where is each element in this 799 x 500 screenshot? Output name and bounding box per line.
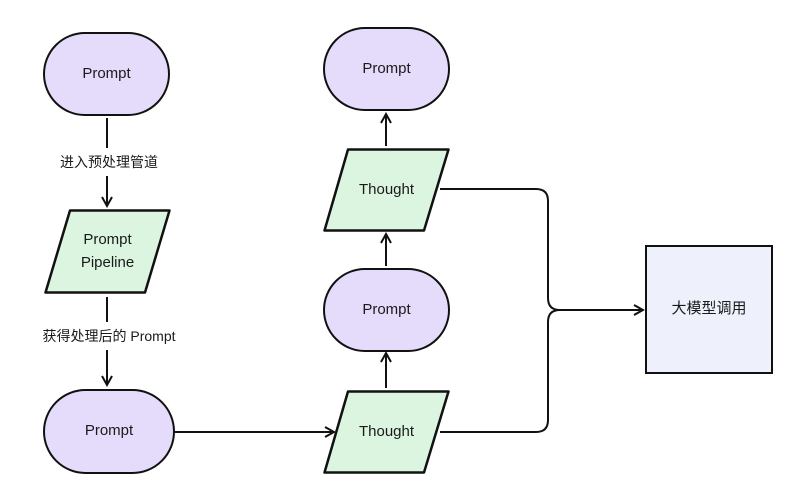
edge-thought-top-to-llm (440, 188, 561, 311)
thought-node-top-shape (323, 148, 450, 232)
pipeline-node: Prompt Pipeline (44, 209, 171, 294)
prompt-node-top-left: Prompt (43, 32, 170, 116)
prompt-node-top-right-label: Prompt (362, 59, 411, 77)
prompt-node-middle-label: Prompt (362, 300, 411, 318)
pipeline-node-label-line2: Pipeline (80, 253, 135, 271)
prompt-node-top-right: Prompt (323, 27, 450, 111)
pipeline-node-shape (44, 209, 171, 294)
edge-label-from-pipeline: 获得处理后的 Prompt (30, 326, 188, 346)
thought-node-top-label: Thought (358, 180, 415, 198)
llm-call-node: 大模型调用 (645, 245, 773, 374)
thought-node-bottom-label: Thought (358, 422, 415, 440)
prompt-node-bottom-left-label: Prompt (84, 422, 134, 440)
thought-node-bottom-shape (323, 390, 450, 474)
llm-call-node-label: 大模型调用 (671, 300, 747, 318)
thought-node-bottom: Thought (323, 390, 450, 474)
edge-label-to-pipeline: 进入预处理管道 (50, 152, 168, 172)
edge-thought-bottom-to-llm (440, 309, 561, 433)
prompt-node-top-left-label: Prompt (82, 64, 131, 82)
prompt-node-bottom-left: Prompt (43, 389, 175, 474)
prompt-node-middle: Prompt (323, 268, 450, 352)
thought-node-top: Thought (323, 148, 450, 232)
pipeline-node-label-line1: Prompt (83, 231, 132, 248)
